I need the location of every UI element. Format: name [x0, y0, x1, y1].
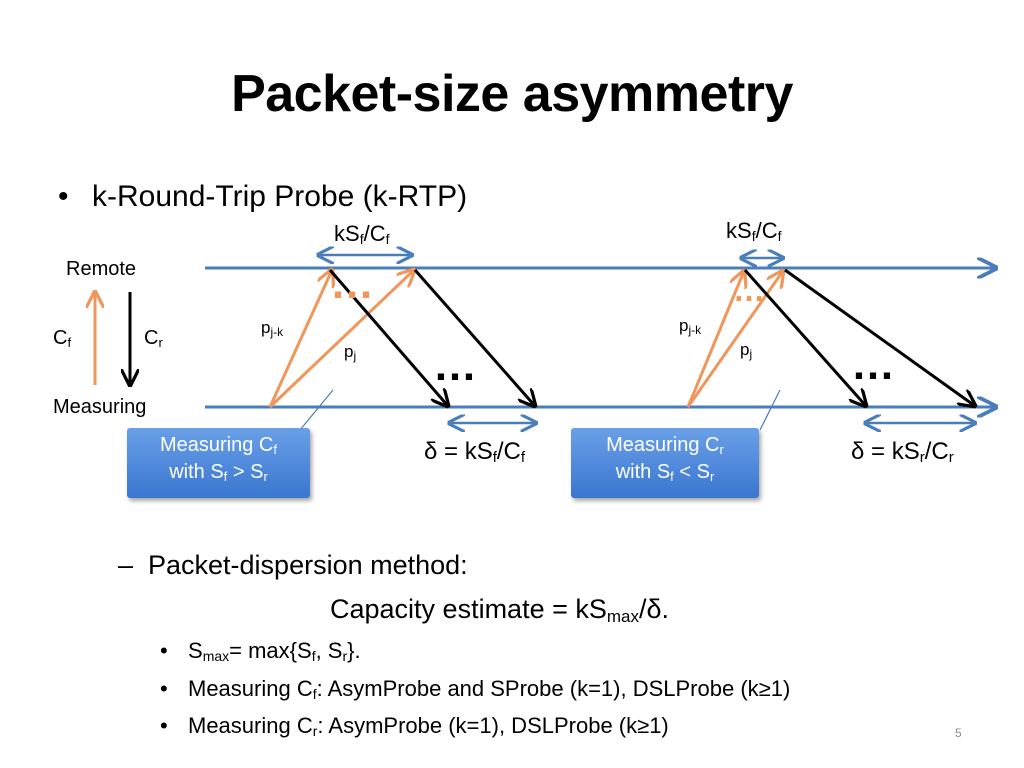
- bullet-content: Smax= max{Sf, Sr}.: [188, 638, 361, 664]
- bullet-measuring-cf: • Measuring Cf: AsymProbe and SProbe (k=1…: [160, 676, 790, 702]
- left-ks-label: kSf/Cf: [334, 221, 390, 247]
- bullet-content: Measuring Cf: AsymProbe and SProbe (k=1)…: [188, 676, 791, 702]
- cf-label: Cf: [53, 327, 72, 350]
- right-forward-pjk: [686, 271, 744, 408]
- slide-title: Packet-size asymmetry: [231, 65, 793, 123]
- remote-label: Remote: [66, 258, 137, 280]
- right-ks-label: kSf/Cf: [726, 218, 782, 244]
- right-pj-label: pj: [740, 340, 753, 361]
- bullet-marker: •: [160, 638, 168, 663]
- left-forward-pjk: [268, 270, 332, 408]
- page-number: 5: [955, 726, 962, 740]
- bullet-measuring-cr: • Measuring Cr: AsymProbe (k=1), DSLProbe…: [160, 713, 669, 739]
- bullet-krtp: • k-Round-Trip Probe (k-RTP): [58, 180, 467, 214]
- bullet-marker: •: [58, 180, 69, 213]
- left-reverse-1: [328, 269, 448, 406]
- sub-bullet-dispersion: –Packet-dispersion method:: [118, 550, 468, 581]
- right-pjk-label: pj-k: [679, 316, 702, 337]
- capacity-formula: Capacity estimate = kSmax/δ.: [330, 594, 670, 626]
- bullet-text: k-Round-Trip Probe (k-RTP): [92, 180, 468, 213]
- left-forward-pj: [268, 270, 414, 409]
- right-callout-box: Measuring Cr with Sf < Sr: [571, 428, 759, 498]
- left-orange-ellipsis: …: [330, 259, 374, 308]
- left-callout-pointer: [299, 389, 334, 431]
- right-callout-pointer: [759, 389, 781, 431]
- bullet-marker: •: [160, 713, 168, 738]
- sub-bullet-text: Packet-dispersion method:: [148, 550, 468, 580]
- left-pjk-label: pj-k: [261, 318, 284, 339]
- bullet-marker: •: [160, 676, 168, 701]
- left-delta-label: δ = kSf/Cf: [424, 438, 526, 466]
- right-black-ellipsis: …: [851, 340, 895, 389]
- left-callout-box: Measuring Cf with Sf > Sr: [127, 428, 310, 498]
- right-orange-ellipsis: …: [733, 272, 765, 308]
- right-reverse-2: [784, 268, 975, 406]
- left-pj-label: pj: [344, 342, 357, 363]
- left-reverse-2: [413, 269, 535, 406]
- cr-label: Cr: [144, 327, 163, 350]
- right-delta-label: δ = kSr/Cr: [851, 438, 954, 466]
- sub-bullet-marker: –: [118, 550, 134, 580]
- right-reverse-1: [743, 269, 866, 406]
- measuring-label: Measuring: [53, 396, 147, 418]
- bullet-content: Measuring Cr: AsymProbe (k=1), DSLProbe …: [188, 713, 669, 739]
- left-black-ellipsis: …: [433, 341, 477, 390]
- bullet-smax: • Smax= max{Sf, Sr}.: [160, 638, 361, 664]
